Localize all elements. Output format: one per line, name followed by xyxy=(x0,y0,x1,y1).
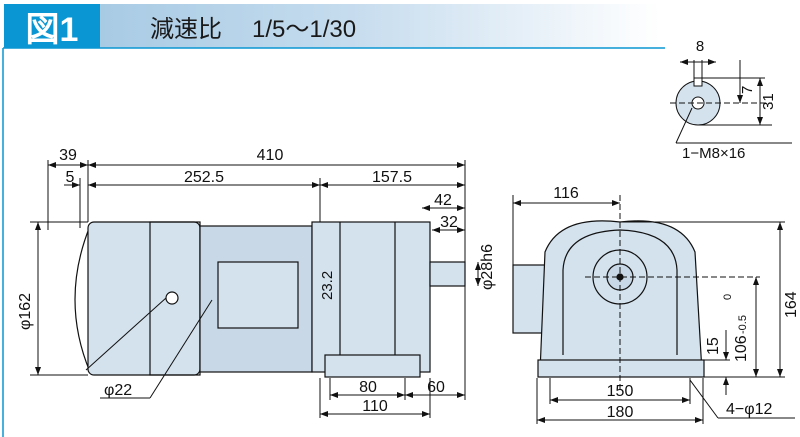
dim-42: 42 xyxy=(434,192,452,209)
dim-110: 110 xyxy=(362,398,388,415)
key-view xyxy=(670,59,792,144)
title-label: 減速比 xyxy=(150,15,222,43)
dim-60: 60 xyxy=(427,379,445,396)
dim-252-5: 252.5 xyxy=(184,169,224,186)
dim-5: 5 xyxy=(66,169,75,186)
dim-106: 106 xyxy=(733,335,750,362)
dim-32: 32 xyxy=(440,214,458,231)
dim-80: 80 xyxy=(359,379,377,396)
key-depth-label: 7 xyxy=(739,86,756,94)
key-height-label: 31 xyxy=(760,93,777,110)
dim-tol-lower: -0.5 xyxy=(737,315,749,334)
side-view xyxy=(74,221,466,378)
dim-410: 410 xyxy=(257,147,284,164)
dim-tol-upper: 0 xyxy=(722,294,734,300)
dim-shaft-dia: φ28h6 xyxy=(479,244,496,290)
dim-23-2: 23.2 xyxy=(319,271,336,300)
frame xyxy=(2,47,665,437)
dim-164: 164 xyxy=(783,291,800,318)
tap-label: 1−M8×16 xyxy=(682,145,745,162)
end-dimensions xyxy=(512,195,795,424)
dim-conduit: φ22 xyxy=(104,382,132,399)
dim-157-5: 157.5 xyxy=(372,169,412,186)
dim-15: 15 xyxy=(705,337,722,355)
dim-180: 180 xyxy=(607,404,634,421)
dim-motor-dia: φ162 xyxy=(17,293,34,330)
figure-label: 図1 xyxy=(4,4,100,49)
side-dimensions xyxy=(30,160,481,418)
dim-holes: 4−φ12 xyxy=(726,401,773,418)
dim-39: 39 xyxy=(59,147,77,164)
key-width-label: 8 xyxy=(696,38,704,55)
figure-title: 減速比 1/5～1/30 xyxy=(100,4,660,48)
ratio-label: 1/5～1/30 xyxy=(252,15,357,43)
dim-116: 116 xyxy=(553,185,579,202)
end-view xyxy=(512,220,705,378)
dim-150: 150 xyxy=(607,383,634,400)
